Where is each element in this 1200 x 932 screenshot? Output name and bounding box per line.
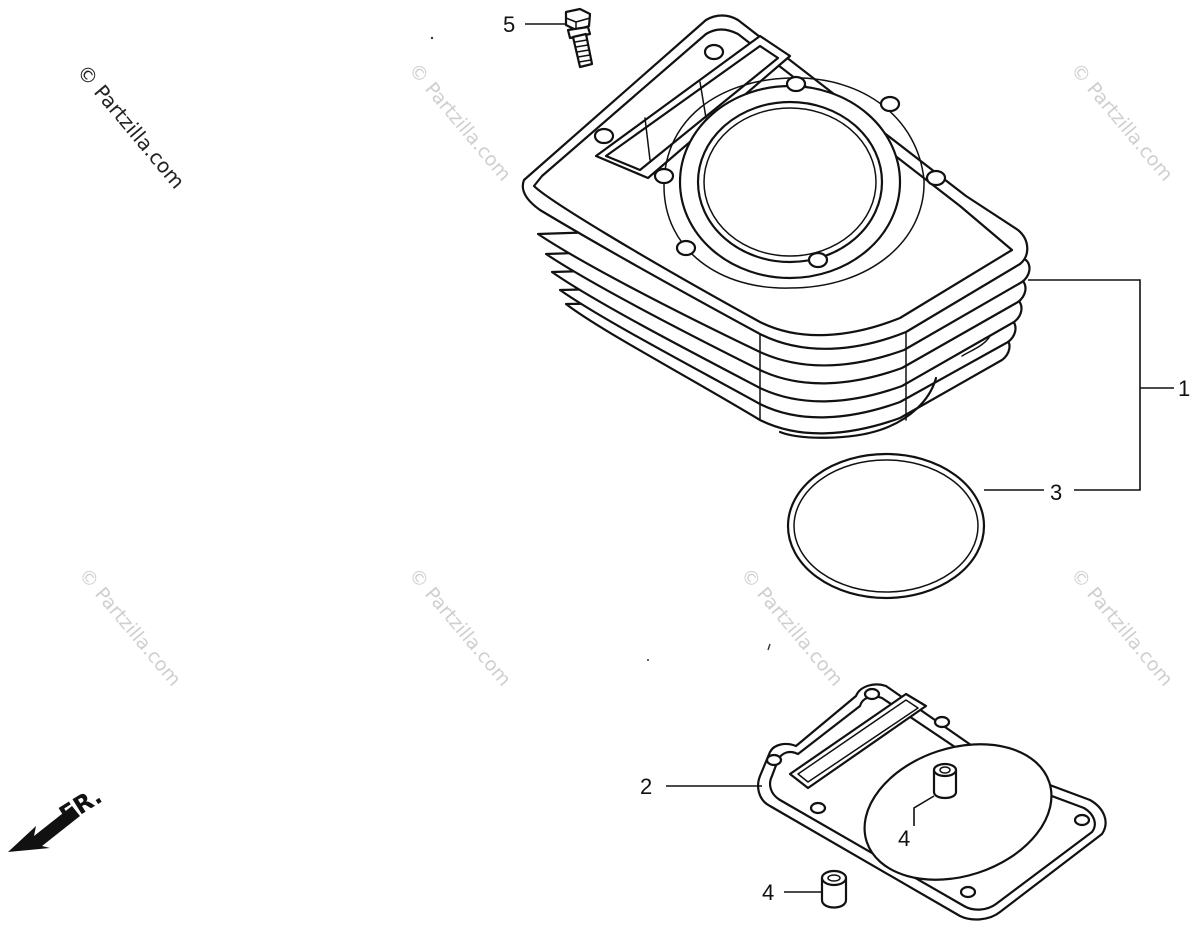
cylinder-block-part-1 [521,14,1031,439]
dowel-pin-part-4-upper [932,762,958,800]
dowel-pin-part-4-lower [820,869,848,909]
callout-2: 2 [640,774,652,799]
callout-4-lower: 4 [762,880,774,905]
watermark-tile: © Partzilla.com [1066,59,1177,185]
watermark-tile: © Partzilla.com [404,564,515,690]
watermark-tile: © Partzilla.com [736,564,847,690]
watermark-main: © Partzilla.com [72,60,190,194]
callout-5: 5 [503,12,515,37]
callout-3: 3 [1050,480,1062,505]
speck [430,36,434,40]
front-direction-arrow: FR. [8,782,107,852]
speck [767,643,771,651]
base-gasket-part-2 [757,683,1107,921]
callout-1: 1 [1178,376,1190,401]
bolt-part-5 [564,7,594,69]
speck [647,659,649,661]
callout-3-bg [1044,480,1074,506]
leader-line-4-upper [913,795,935,826]
watermark-tile: © Partzilla.com [404,59,515,185]
o-ring-part-3 [786,452,986,600]
watermark-tile: © Partzilla.com [1066,564,1177,690]
watermark-tile: © Partzilla.com [74,564,185,690]
callout-4-upper: 4 [898,826,910,851]
